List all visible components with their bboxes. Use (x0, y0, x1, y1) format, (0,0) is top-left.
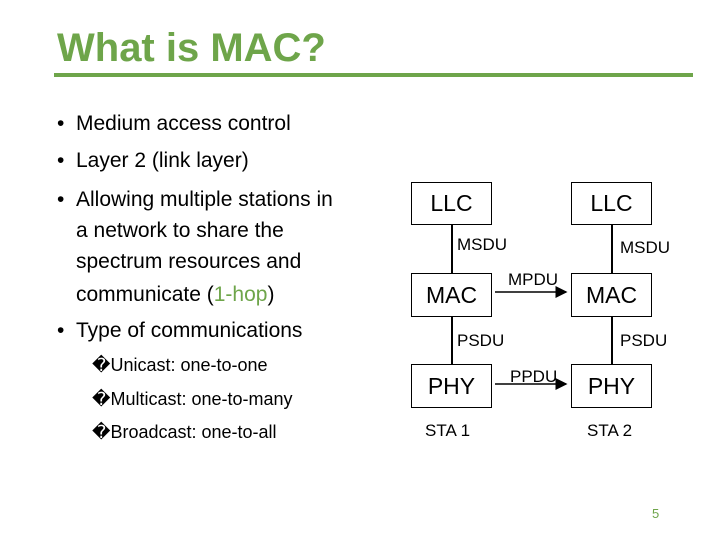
sub-bullet-multicast-text: Multicast: one-to-many (110, 389, 293, 409)
sta2-phy-box: PHY (571, 364, 652, 408)
sta2-mac-phy-link (611, 316, 613, 364)
sta2-llc-box: LLC (571, 182, 652, 225)
title-underline (54, 73, 693, 77)
sub-bullet-marker: � (92, 355, 111, 375)
bullet-marker: • (57, 188, 65, 211)
mpdu-label: MPDU (508, 270, 559, 289)
bullet-allowing-suffix: ) (267, 283, 275, 306)
bullet-marker: • (57, 112, 65, 135)
sub-bullet-multicast: �Multicast: one-to-many (92, 387, 293, 411)
sta2-mac-box: MAC (571, 273, 652, 317)
slide-title: What is MAC? (57, 26, 326, 70)
bullet-allowing-prefix: communicate ( (76, 283, 214, 306)
one-hop-highlight: 1-hop (213, 283, 268, 306)
ppdu-label: PPDU (510, 367, 558, 386)
sub-bullet-broadcast: �Broadcast: one-to-all (92, 420, 277, 444)
bullet-allowing-line-3: spectrum resources and (76, 250, 302, 273)
sta1-msdu-label: MSDU (457, 235, 508, 254)
bullet-layer-2: Layer 2 (link layer) (76, 149, 249, 172)
bullet-allowing-line-4: communicate (1-hop) (76, 279, 274, 310)
sta1-label: STA 1 (425, 421, 471, 440)
bullet-allowing-line-2: a network to share the (76, 219, 284, 242)
sta1-llc-box: LLC (411, 182, 492, 225)
sta2-msdu-label: MSDU (620, 238, 671, 257)
sta1-mac-box: MAC (411, 273, 492, 317)
sta2-llc-mac-link (611, 224, 613, 275)
bullet-marker: • (57, 319, 65, 342)
sub-bullet-marker: � (92, 422, 111, 442)
bullet-marker: • (57, 149, 65, 172)
sta2-psdu-label: PSDU (620, 331, 668, 350)
sub-bullet-marker: � (92, 389, 111, 409)
bullet-allowing-line-1: Allowing multiple stations in (76, 188, 333, 211)
bullet-medium-access: Medium access control (76, 112, 291, 135)
bullet-communication-types: Type of communications (76, 319, 303, 342)
page-number: 5 (652, 506, 660, 521)
sta1-llc-mac-link (451, 224, 453, 275)
sta1-mac-phy-link (451, 316, 453, 364)
sta1-psdu-label: PSDU (457, 331, 505, 350)
sub-bullet-unicast-text: Unicast: one-to-one (110, 355, 268, 375)
sub-bullet-unicast: �Unicast: one-to-one (92, 353, 268, 377)
sta1-phy-box: PHY (411, 364, 492, 408)
sub-bullet-broadcast-text: Broadcast: one-to-all (110, 422, 277, 442)
sta2-label: STA 2 (587, 421, 633, 440)
